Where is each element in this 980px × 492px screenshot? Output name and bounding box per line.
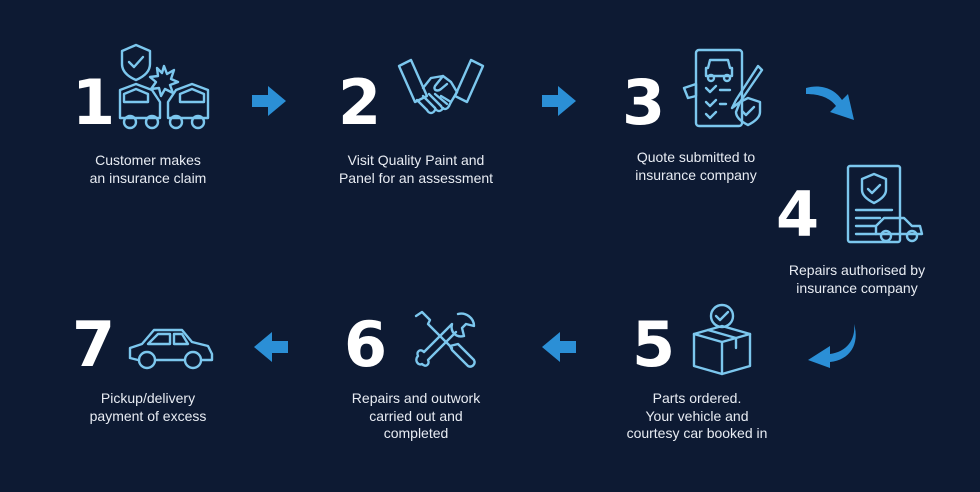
step-3-caption-line: insurance company bbox=[635, 166, 757, 183]
wrench-screwdriver-icon bbox=[412, 310, 478, 376]
step-1-caption-line: Customer makes bbox=[95, 152, 201, 168]
step-6-caption-line: Repairs and outwork bbox=[351, 390, 481, 406]
step-5-number: 5 bbox=[632, 308, 676, 381]
step-1-number: 1 bbox=[72, 66, 116, 139]
step-2-caption: Visit Quality Paint and Panel for an ass… bbox=[322, 152, 510, 187]
step-6-caption: Repairs and outwork carried out and comp… bbox=[330, 390, 502, 443]
step-2-caption-line: Panel for an assessment bbox=[338, 169, 494, 186]
step-7-caption: Pickup/delivery payment of excess bbox=[76, 390, 220, 425]
step-5-caption-line: Your vehicle and bbox=[645, 407, 749, 424]
step-1-caption: Customer makes an insurance claim bbox=[68, 152, 228, 187]
car-icon bbox=[126, 324, 214, 370]
step-7-caption-line: Pickup/delivery bbox=[100, 390, 196, 406]
step-3-caption-line: Quote submitted to bbox=[636, 149, 756, 165]
step-5-caption-line: courtesy car booked in bbox=[626, 425, 768, 441]
step-4-caption-line: insurance company bbox=[796, 279, 918, 296]
insurance-document-car-icon bbox=[846, 164, 924, 246]
step-4-caption-line: Repairs authorised by bbox=[788, 262, 926, 278]
step-6-caption-line: completed bbox=[383, 425, 449, 441]
step-5-caption-line: Parts ordered. bbox=[652, 390, 742, 406]
quote-checklist-icon bbox=[680, 48, 764, 130]
step-4-caption: Repairs authorised by insurance company bbox=[772, 262, 942, 297]
step-6-number: 6 bbox=[344, 308, 388, 381]
step-1-caption-line: an insurance claim bbox=[89, 169, 207, 186]
arrow-right-icon bbox=[252, 86, 286, 116]
arrow-curved-down-icon bbox=[804, 82, 858, 122]
arrow-right-icon bbox=[542, 86, 576, 116]
step-3-caption: Quote submitted to insurance company bbox=[614, 149, 778, 184]
parts-box-icon bbox=[690, 302, 754, 376]
car-crash-shield-icon bbox=[116, 42, 212, 134]
step-5-caption: Parts ordered. Your vehicle and courtesy… bbox=[612, 390, 782, 443]
handshake-icon bbox=[397, 56, 485, 130]
step-4-number: 4 bbox=[776, 178, 820, 251]
arrow-left-icon bbox=[542, 332, 576, 362]
step-6-caption-line: carried out and bbox=[369, 407, 463, 424]
step-7-number: 7 bbox=[72, 308, 116, 381]
step-2-number: 2 bbox=[338, 66, 382, 139]
arrow-curved-down-left-icon bbox=[806, 322, 860, 370]
arrow-left-icon bbox=[254, 332, 288, 362]
step-3-number: 3 bbox=[622, 66, 666, 139]
step-2-caption-line: Visit Quality Paint and bbox=[347, 152, 485, 168]
step-7-caption-line: payment of excess bbox=[89, 407, 207, 424]
